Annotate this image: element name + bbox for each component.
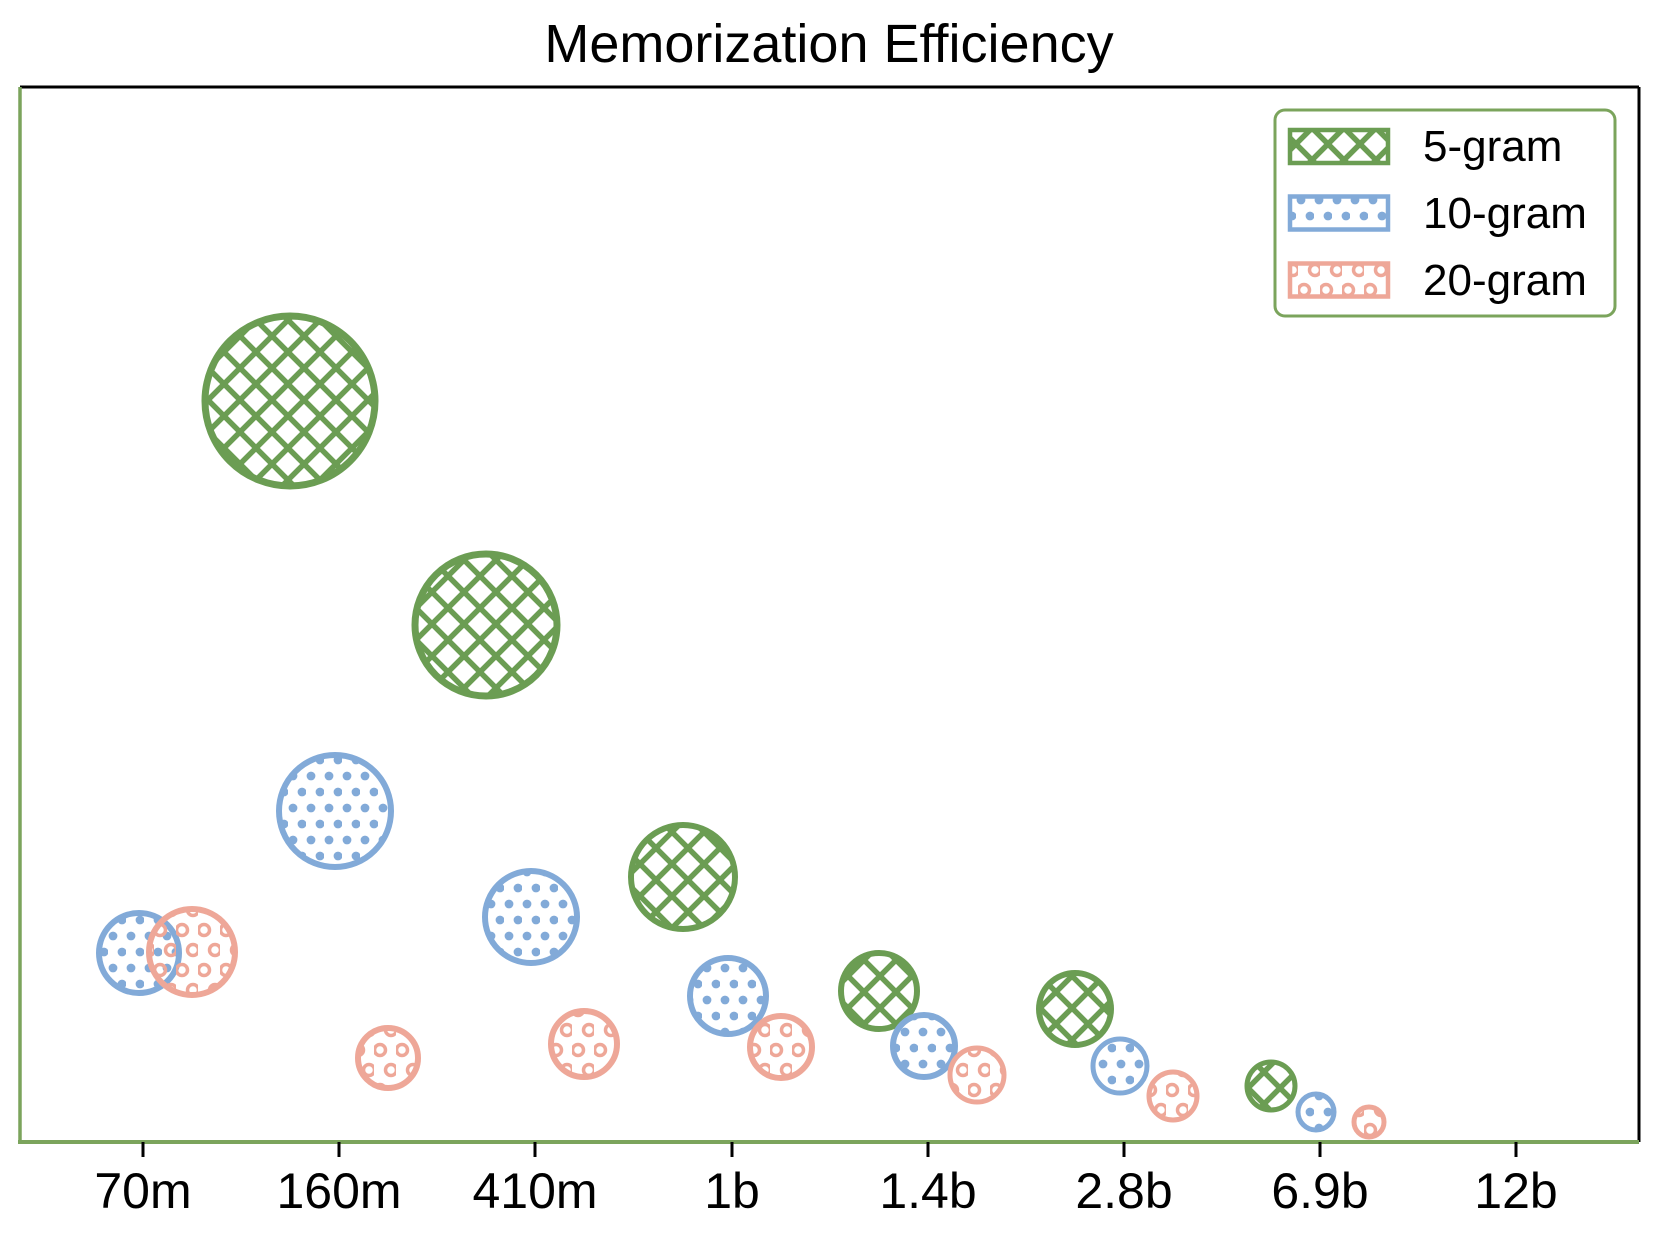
bubble-20-gram-1b: [747, 1013, 815, 1081]
legend-swatch-10gram-dots-icon: [1287, 194, 1391, 232]
bubble-20-gram-160m: [355, 1025, 421, 1091]
bubble-10-gram-6.9b: [1295, 1091, 1337, 1133]
x-tick-label: 6.9b: [1271, 1163, 1368, 1219]
bubble-5-gram-6.9b: [1244, 1059, 1298, 1113]
bubble-10-gram-2.8b: [1090, 1036, 1150, 1096]
bubble-20-gram-70m: [146, 906, 238, 998]
bubble-5-gram-1b: [628, 822, 738, 932]
x-tick-label: 160m: [276, 1163, 401, 1219]
legend-swatch-5gram-crosshatch-icon: [1287, 127, 1391, 166]
series-10-gram: [96, 752, 1337, 1133]
bubble-20-gram-410m: [548, 1008, 620, 1080]
bubble-5-gram-2.8b: [1036, 970, 1114, 1048]
bubble-5-gram-410m: [411, 550, 561, 700]
legend-item-5gram: 5-gram: [1287, 122, 1562, 171]
x-axis: 70m 160m 410m 1b 1.4b 2.8b 6.9b 12b: [94, 1142, 1558, 1219]
bubble-20-gram-6.9b: [1351, 1104, 1387, 1140]
bubble-20-gram-1.4b: [947, 1045, 1007, 1105]
chart-title: Memorization Efficiency: [544, 14, 1113, 74]
x-tick-label: 410m: [472, 1163, 597, 1219]
legend-label-20gram: 20-gram: [1423, 256, 1587, 305]
x-tick-label: 1b: [704, 1163, 760, 1219]
series-20-gram: [146, 906, 1387, 1140]
bubble-20-gram-2.8b: [1146, 1069, 1200, 1123]
bubble-10-gram-1b: [687, 955, 769, 1037]
bubble-10-gram-410m: [482, 868, 580, 966]
bubble-5-gram-1.4b: [838, 950, 920, 1032]
legend-swatch-20gram-rings-icon: [1287, 261, 1391, 299]
bubble-series-layer: [96, 312, 1387, 1140]
bubble-5-gram-160m: [201, 312, 379, 490]
bubble-10-gram-1.4b: [890, 1012, 958, 1080]
x-tick-label: 12b: [1474, 1163, 1557, 1219]
legend-label-5gram: 5-gram: [1423, 122, 1562, 171]
x-tick-label: 2.8b: [1075, 1163, 1172, 1219]
legend: 5-gram 10-gram 20-gram: [1273, 108, 1617, 318]
x-tick-label: 1.4b: [879, 1163, 976, 1219]
x-tick-label: 70m: [94, 1163, 191, 1219]
legend-item-20gram: 20-gram: [1287, 256, 1587, 305]
bubble-10-gram-160m: [276, 752, 394, 870]
legend-label-10gram: 10-gram: [1423, 189, 1587, 238]
series-5-gram: [201, 312, 1298, 1113]
legend-item-10gram: 10-gram: [1287, 189, 1587, 238]
